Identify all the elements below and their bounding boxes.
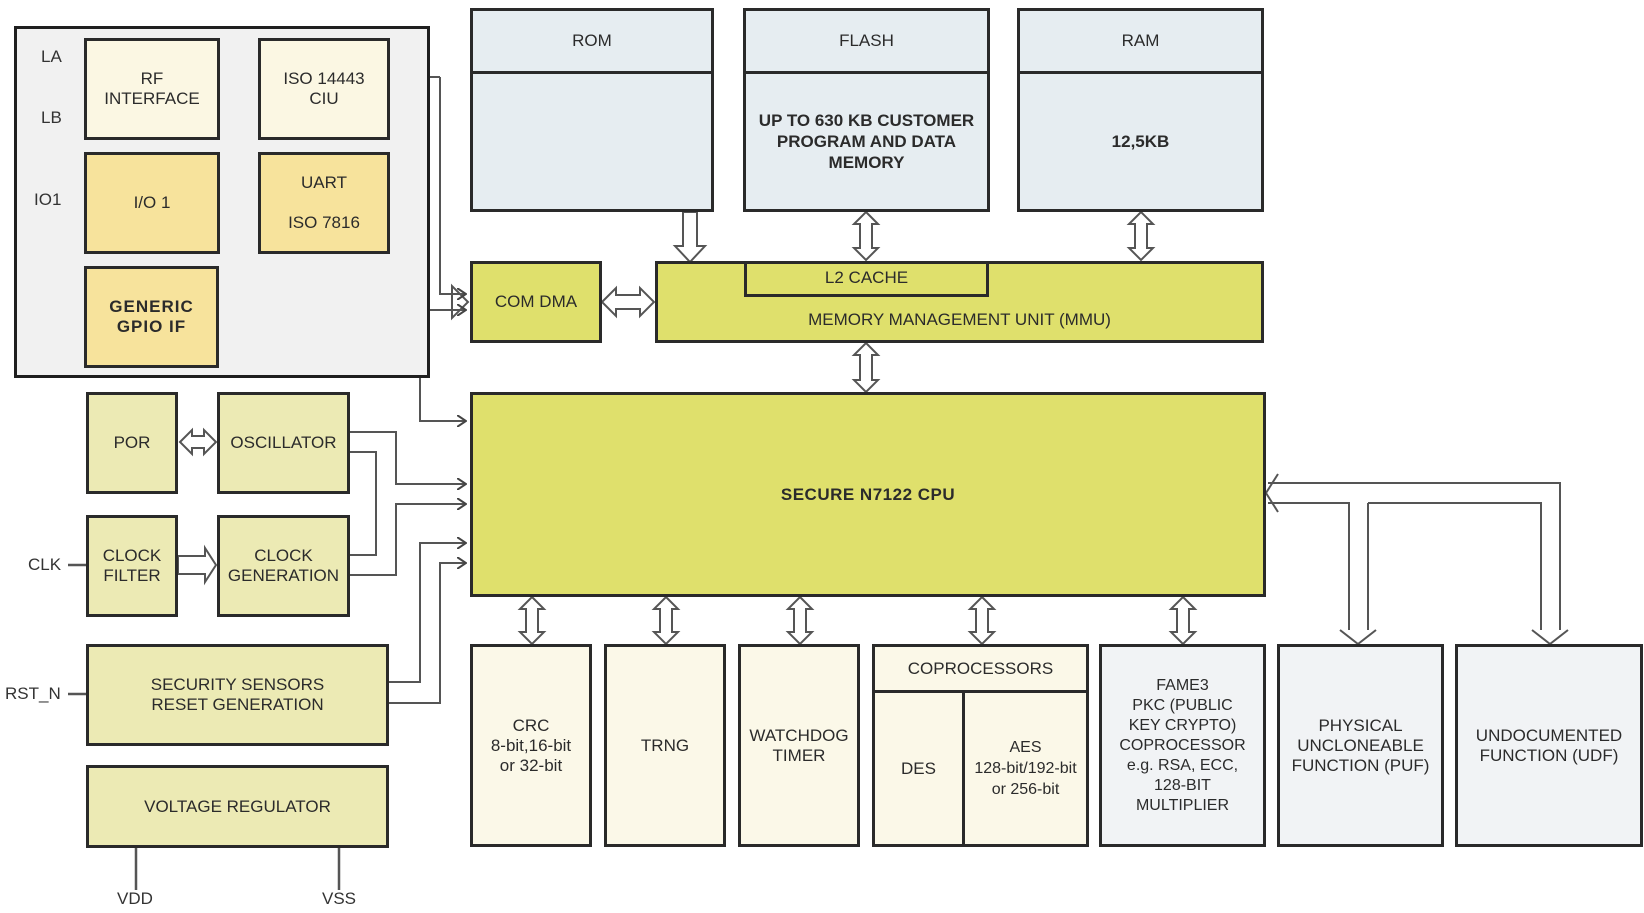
clock-filter-block[interactable]: CLOCK FILTER [86,515,178,617]
bus-cpu-trng [651,595,681,646]
iso14443-ciu-block[interactable]: ISO 14443 CIU [258,38,390,140]
trng-block[interactable]: TRNG [604,644,726,847]
flash-block[interactable]: FLASH UP TO 630 KB CUSTOMER PROGRAM AND … [743,8,990,212]
udf-block[interactable]: UNDOCUMENTED FUNCTION (UDF) [1455,644,1643,847]
des-block[interactable]: DES [875,693,965,844]
mmu-block[interactable]: L2 CACHE MEMORY MANAGEMENT UNIT (MMU) [655,261,1264,343]
pin-la-label: LA [41,47,62,66]
bus-cpu-fame3 [1168,595,1198,646]
aes-block[interactable]: AES 128-bit/192-bit or 256-bit [974,739,1077,798]
pin-clk-label: CLK [28,555,62,574]
fame3-pkc-block[interactable]: FAME3 PKC (PUBLIC KEY CRYPTO) COPROCESSO… [1099,644,1266,847]
bus-flash-mmu [851,210,881,262]
voltage-regulator-block[interactable]: VOLTAGE REGULATOR [86,765,389,848]
pin-vdd-label: VDD [117,889,153,908]
bus-dma-mmu [600,285,656,319]
rom-body [473,74,711,209]
bus-cpu-crc [517,595,547,646]
wire-clkgen-to-cpu [350,504,466,576]
ram-block[interactable]: RAM 12,5KB [1017,8,1264,212]
arrowhead-puf [1339,629,1377,646]
bus-clkfilter-clkgen [177,544,218,586]
ram-title: RAM [1020,11,1261,74]
uart-iso7816-block[interactable]: UART ISO 7816 [258,152,390,254]
por-block[interactable]: POR [86,392,178,494]
bus-cpu-copro [967,595,997,646]
ram-body: 12,5KB [1111,132,1170,151]
wire-osc2 [350,451,377,556]
bus-to-dma [451,283,470,321]
clock-generation-block[interactable]: CLOCK GENERATION [217,515,350,617]
generic-gpio-block[interactable]: GENERIC GPIO IF [84,266,219,368]
io1-block[interactable]: I/O 1 [84,152,220,254]
wire-sensors-to-cpu [389,543,466,683]
crc-block[interactable]: CRC 8-bit,16-bit or 32-bit [470,644,592,847]
flash-title: FLASH [746,11,987,74]
com-dma-block[interactable]: COM DMA [470,261,602,343]
bus-cpu-wdt [785,595,815,646]
rom-block[interactable]: ROM [470,8,714,212]
bus-ram-mmu [1126,210,1156,262]
mmu-label: MEMORY MANAGEMENT UNIT (MMU) [808,310,1111,329]
cpu-label: SECURE N7122 CPU [780,484,956,504]
arrowhead-udf [1531,629,1569,646]
rom-title: ROM [473,11,711,74]
wire-osc-to-cpu [350,431,466,484]
puf-block[interactable]: PHYSICAL UNCLONEABLE FUNCTION (PUF) [1277,644,1444,847]
cpu-block[interactable]: SECURE N7122 CPU [470,392,1266,597]
rf-interface-block[interactable]: RF INTERFACE [84,38,220,140]
bus-cpu-udf-outer [1268,482,1561,630]
pin-io1-label: IO1 [34,190,62,209]
wire-iso-to-dma [439,77,466,294]
bus-cpu-puf-inner [1268,502,1350,630]
coprocessors-title: COPROCESSORS [875,647,1086,693]
security-sensors-block[interactable]: SECURITY SENSORS RESET GENERATION [86,644,389,746]
bus-mmu-cpu [851,341,881,394]
wire-sensors2-to-cpu [389,563,466,704]
bus-puf-udf-mid [1368,502,1542,630]
bus-por-osc [178,427,218,457]
l2-cache-block[interactable]: L2 CACHE [744,261,989,297]
flash-body: UP TO 630 KB CUSTOMER PROGRAM AND DATA M… [758,111,975,172]
arrowhead-cpu-right [1264,473,1279,513]
coprocessors-block[interactable]: COPROCESSORS DES AES 128-bit/192-bit or … [872,644,1089,847]
oscillator-block[interactable]: OSCILLATOR [217,392,350,494]
pin-rst-label: RST_N [5,684,61,703]
pin-vss-label: VSS [322,889,357,908]
bus-rom-mmu [672,211,708,264]
watchdog-timer-block[interactable]: WATCHDOG TIMER [738,644,860,847]
pin-lb-label: LB [41,108,62,127]
